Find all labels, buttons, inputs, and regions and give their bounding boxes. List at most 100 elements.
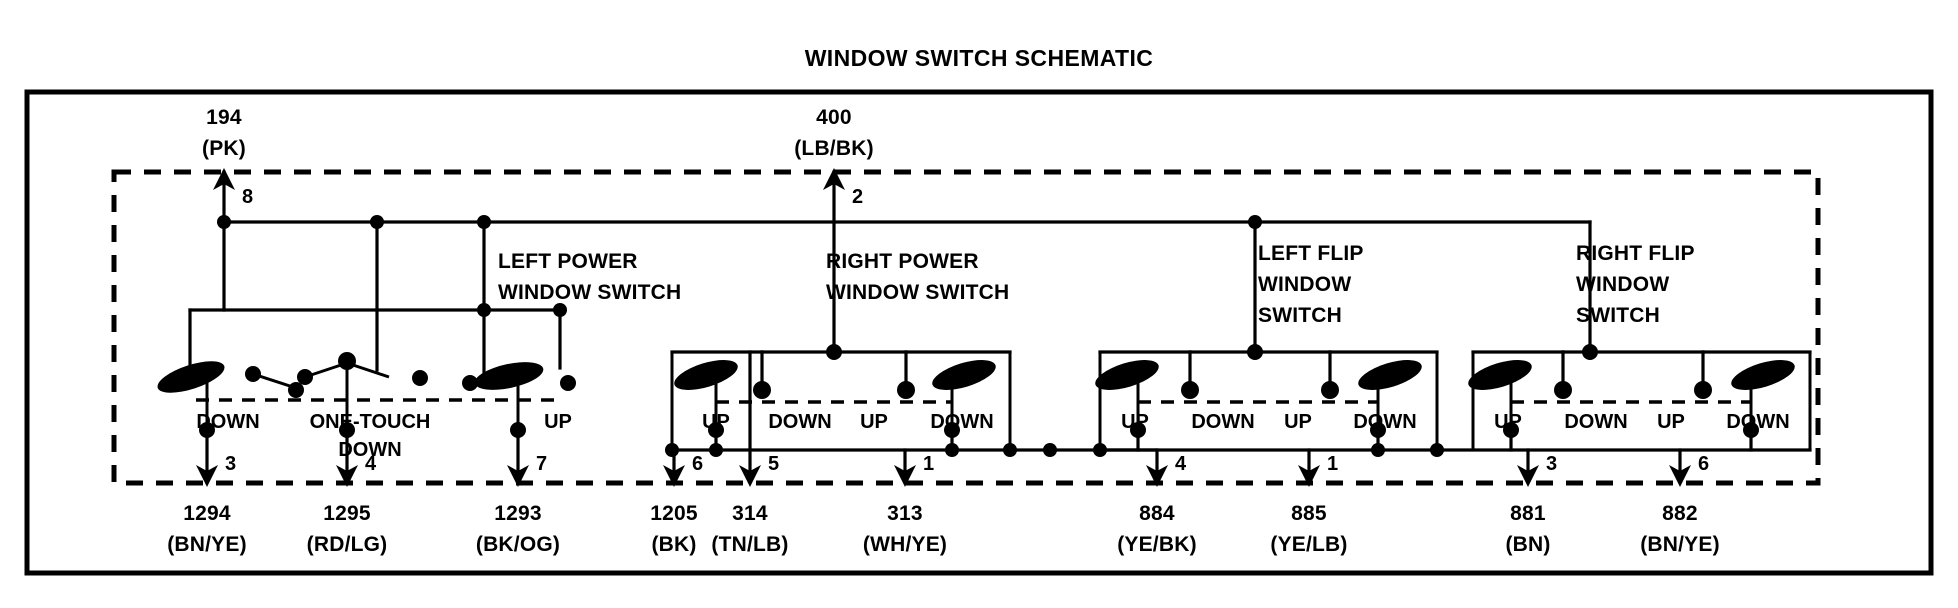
wire-194-pin: 8 — [242, 186, 253, 208]
switch-paddle-3[interactable] — [671, 354, 741, 396]
switch-paddle-8[interactable] — [1728, 354, 1798, 396]
contact-up-7: UP — [1657, 411, 1685, 433]
contact-dot — [753, 381, 771, 399]
wire-1293-arrow — [507, 465, 529, 487]
contact-down-7: DOWN — [1726, 411, 1789, 433]
contact-dot — [560, 375, 576, 391]
wire-881-color: (BN) — [1505, 533, 1550, 556]
contact-dot — [1321, 381, 1339, 399]
wire-400-arrow — [823, 168, 845, 190]
wire-1294-color: (BN/YE) — [167, 533, 247, 556]
junction-dot — [1582, 344, 1598, 360]
contact-down-4: DOWN — [1191, 411, 1254, 433]
contact-dot — [897, 381, 915, 399]
right-flip-window-switch-label-line-1: WINDOW — [1576, 273, 1669, 296]
wire-314-pin: 5 — [768, 453, 779, 475]
bottom-wire-label-group: 3 1294 (BN/YE) 4 1295 (RD/LG) 7 1293 (BK/OG) 6 120… — [167, 453, 1720, 556]
wire-314-color: (TN/LB) — [711, 533, 788, 556]
switch-paddle-6[interactable] — [1355, 354, 1425, 396]
junction-dot — [217, 215, 231, 229]
wire-1295-arrow — [336, 465, 358, 487]
switch-paddle-4[interactable] — [929, 354, 999, 396]
wire-400-pin: 2 — [852, 186, 863, 208]
wire-885-arrow — [1298, 465, 1320, 487]
switch-paddle-1[interactable] — [154, 355, 228, 399]
junction-dot — [665, 443, 679, 457]
switch-arm-2 — [252, 372, 297, 390]
wire-313-pin: 1 — [923, 453, 934, 475]
wire-313-arrow — [894, 465, 916, 487]
contact-down-5: DOWN — [1353, 411, 1416, 433]
pivot-dot — [338, 352, 356, 370]
left-power-window-switch-label-line-0: LEFT POWER — [498, 250, 638, 273]
wire-313-color: (WH/YE) — [863, 533, 947, 556]
wire-194-arrow — [213, 168, 235, 190]
wire-313-number: 313 — [887, 502, 923, 525]
left-flip-window-switch-label-line-2: SWITCH — [1258, 304, 1342, 327]
junction-dot — [370, 215, 384, 229]
switch-name-group: LEFT POWER WINDOW SWITCH RIGHT POWER WINDOW… — [498, 242, 1695, 327]
contact-down-1: DOWN — [196, 411, 259, 433]
page-title: WINDOW SWITCH SCHEMATIC — [805, 45, 1154, 71]
contact-one-touch-down: ONE-TOUCH — [310, 411, 431, 433]
junction-dot — [1371, 443, 1385, 457]
wire-1293-number: 1293 — [494, 502, 542, 525]
wire-1295-color: (RD/LG) — [307, 533, 388, 556]
right-power-window-switch-label-line-0: RIGHT POWER — [826, 250, 979, 273]
wire-881-pin: 3 — [1546, 453, 1557, 475]
wire-194-number: 194 — [206, 106, 242, 129]
wire-314-arrow — [739, 465, 761, 487]
wire-881-arrow — [1517, 465, 1539, 487]
wire-882-pin: 6 — [1698, 453, 1709, 475]
contact-dot — [1554, 381, 1572, 399]
switch-arm-3b — [346, 361, 390, 379]
wire-884-pin: 4 — [1175, 453, 1187, 475]
wire-885-pin: 1 — [1327, 453, 1338, 475]
contact-up-4: UP — [1121, 411, 1149, 433]
right-flip-window-switch-label-line-0: RIGHT FLIP — [1576, 242, 1695, 265]
wire-1294-pin: 3 — [225, 453, 236, 475]
dashed-enclosure — [111, 169, 1821, 486]
left-flip-window-switch-label-line-1: WINDOW — [1258, 273, 1351, 296]
junction-dot — [477, 215, 491, 229]
contact-dot — [288, 382, 304, 398]
contact-up-6: UP — [1494, 411, 1522, 433]
wire-1205-pin: 6 — [692, 453, 703, 475]
wire-400-number: 400 — [816, 106, 852, 129]
contact-down-3: DOWN — [930, 411, 993, 433]
wire-194-color: (PK) — [202, 137, 246, 160]
wire-881-number: 881 — [1510, 502, 1546, 525]
switch-paddle-5[interactable] — [1092, 354, 1162, 396]
switch-paddle-7[interactable] — [1465, 354, 1535, 396]
junction-dot — [1247, 344, 1263, 360]
wire-882-number: 882 — [1662, 502, 1698, 525]
junction-dot — [945, 443, 959, 457]
wire-884-arrow — [1146, 465, 1168, 487]
contact-dot — [462, 375, 478, 391]
wire-1205-number: 1205 — [650, 502, 698, 525]
junction-dot — [1003, 443, 1017, 457]
outer-frame — [24, 89, 1934, 576]
wire-1293-pin: 7 — [536, 453, 547, 475]
right-flip-window-switch-label-line-2: SWITCH — [1576, 304, 1660, 327]
wire-1293-color: (BK/OG) — [476, 533, 560, 556]
switch-paddle-2[interactable] — [472, 357, 545, 395]
left-power-window-switch-label-line-1: WINDOW SWITCH — [498, 281, 681, 304]
contact-one-touch-down-2: DOWN — [338, 439, 401, 461]
wire-1295-number: 1295 — [323, 502, 371, 525]
wire-400-color: (LB/BK) — [794, 137, 874, 160]
wire-1294-number: 1294 — [183, 502, 231, 525]
left-flip-window-switch-label-line-0: LEFT FLIP — [1258, 242, 1364, 265]
wire-1205-arrow — [663, 465, 685, 487]
wire-882-arrow — [1669, 465, 1691, 487]
wire-882-color: (BN/YE) — [1640, 533, 1720, 556]
contact-dot — [1181, 381, 1199, 399]
top-wire-label-group: 194 (PK) 8 400 (LB/BK) 2 — [202, 106, 874, 208]
wire-1295-pin: 4 — [365, 453, 377, 475]
junction-dot — [1248, 215, 1262, 229]
contact-down-2: DOWN — [768, 411, 831, 433]
contact-up-3: UP — [860, 411, 888, 433]
